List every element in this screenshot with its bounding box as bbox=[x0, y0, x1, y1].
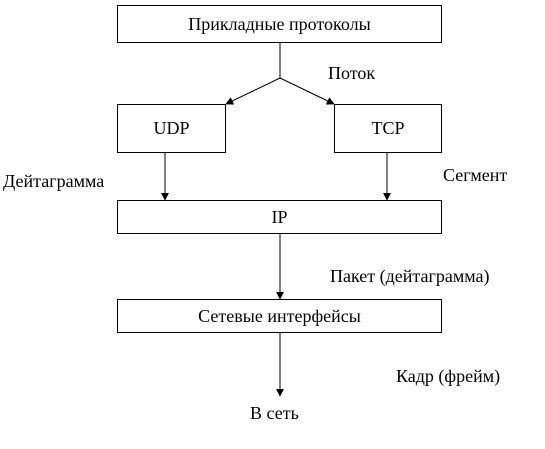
udp-box: UDP bbox=[117, 104, 226, 153]
network-interfaces-box: Сетевые интерфейсы bbox=[117, 299, 442, 333]
stream-label: Поток bbox=[328, 63, 376, 83]
datagram-label: Дейтаграмма bbox=[3, 171, 105, 191]
frame-label: Кадр (фрейм) bbox=[396, 366, 501, 386]
packet-label: Пакет (дейтаграмма) bbox=[330, 266, 490, 286]
segment-label: Сегмент bbox=[443, 165, 508, 185]
tcp-label: TCP bbox=[371, 118, 405, 138]
network-interfaces-label: Сетевые интерфейсы bbox=[198, 305, 361, 326]
application-protocols-box: Прикладные протоколы bbox=[117, 5, 442, 43]
application-protocols-label: Прикладные протоколы bbox=[188, 13, 371, 34]
tcp-box: TCP bbox=[334, 104, 442, 153]
ip-label: IP bbox=[271, 206, 288, 227]
arrow-stream-to-tcp bbox=[279, 77, 335, 105]
arrow-stream-to-udp bbox=[225, 77, 281, 105]
ip-box: IP bbox=[117, 200, 442, 234]
to-network-label: В сеть bbox=[250, 403, 299, 423]
udp-label: UDP bbox=[153, 118, 190, 138]
